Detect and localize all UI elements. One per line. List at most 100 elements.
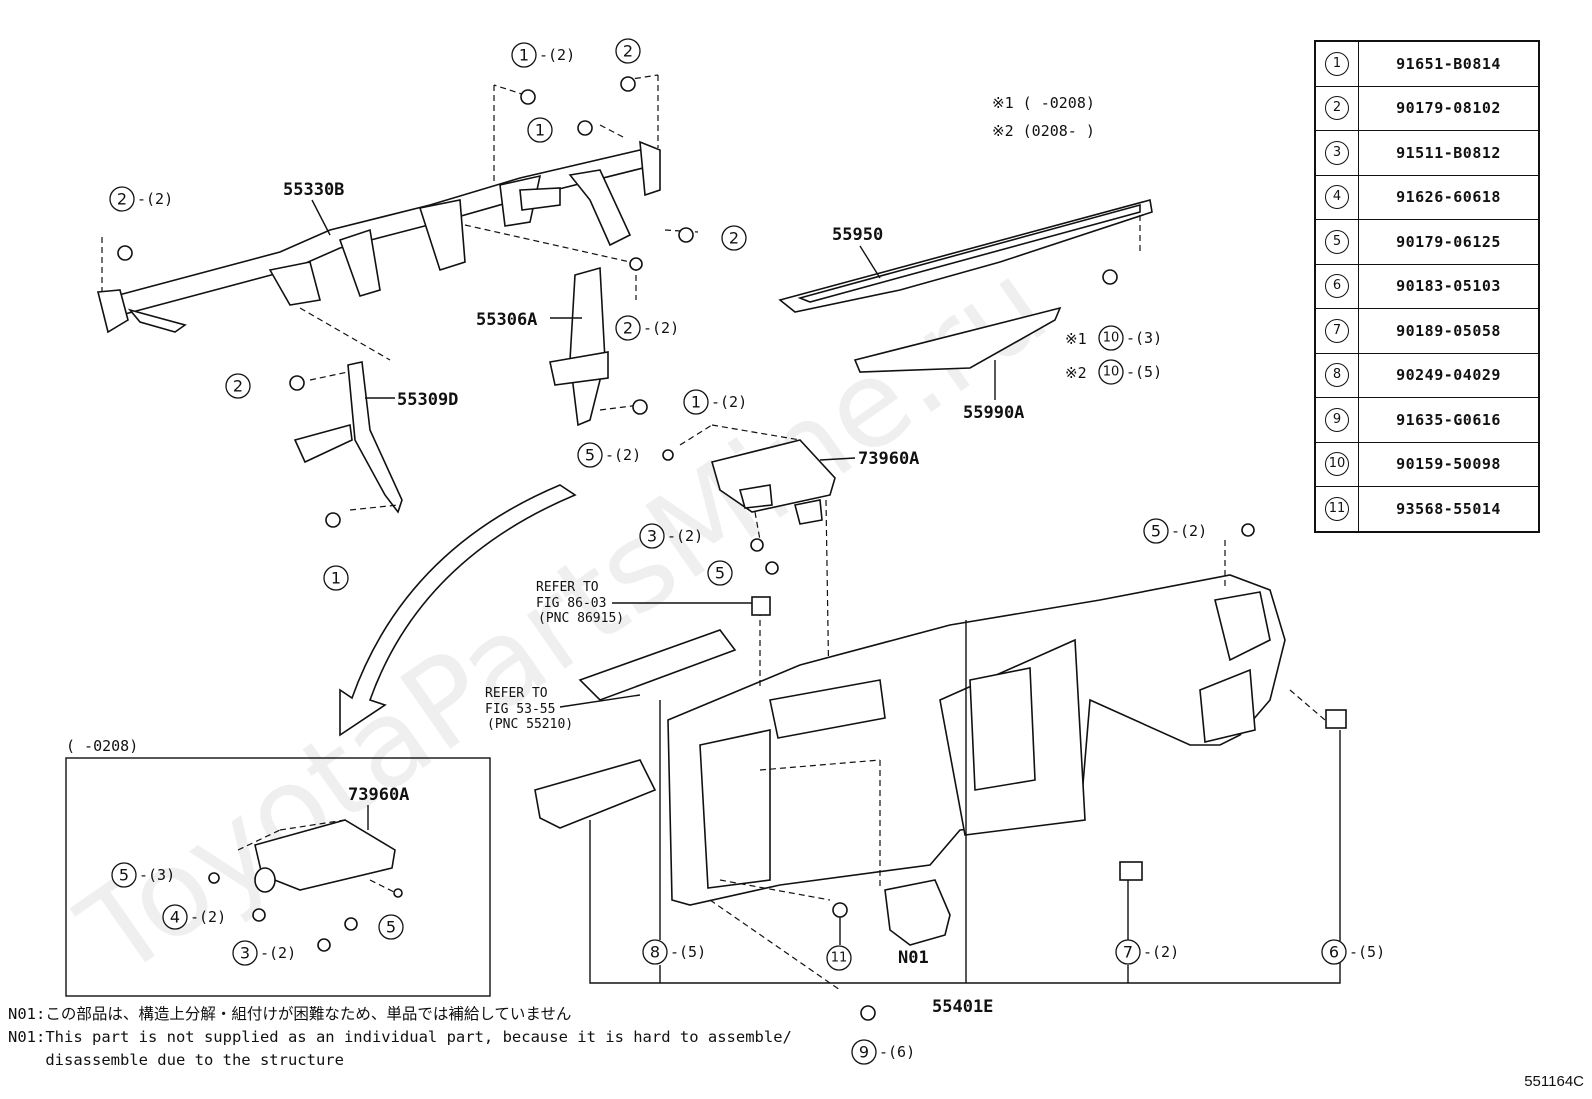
callout-4: 4-(2) — [162, 904, 226, 930]
callout-6: 6 -(5) — [1321, 939, 1385, 965]
callout-circle — [232, 940, 258, 966]
callout-3: 3-(2) — [639, 523, 703, 549]
callout-number: 5 — [585, 446, 595, 465]
callout-circle — [225, 373, 251, 399]
callout-qty: -(5) — [1349, 943, 1385, 961]
callout-number: 3 — [240, 944, 250, 963]
refer2-line1: REFER TO — [485, 686, 548, 701]
parts-table-key: 4 — [1314, 174, 1359, 220]
variant-1: ※1 ( -0208) — [992, 94, 1095, 112]
callout-circle — [721, 225, 747, 251]
callout-number: 2 — [729, 229, 739, 248]
callout-qty: -(6) — [879, 1043, 915, 1061]
callout-5: 5-(2) — [577, 442, 641, 468]
parts-table-row: 9 91635-G0616 — [1314, 397, 1540, 443]
note-jp: N01:この部品は、構造上分解・組付けが困難なため、単品では補給していません — [8, 1005, 572, 1023]
parts-table-part-no: 91626-60618 — [1358, 174, 1540, 220]
callout-qty: -(2) — [1171, 522, 1207, 540]
refer2-line2: FIG 53-55 — [485, 702, 555, 717]
key-circle: 8 — [1325, 363, 1349, 388]
key-circle: 2 — [1325, 96, 1349, 121]
fasteners — [117, 76, 1347, 1021]
callout-circle — [851, 1039, 877, 1065]
refer1-line2: FIG 86-03 — [536, 596, 606, 611]
callout-8: 8 -(5) — [642, 939, 706, 965]
callout-9: 9-(6) — [851, 1039, 915, 1065]
parts-table-part-no: 90179-06125 — [1358, 219, 1540, 265]
callout-5: 5 — [378, 914, 404, 940]
callout-circle — [707, 560, 733, 586]
callout-number: 1 — [519, 46, 529, 65]
callout-circle — [615, 315, 641, 341]
callout-qty: -(2) — [1143, 943, 1179, 961]
parts-table-key: 1 — [1314, 40, 1359, 87]
callout-number: 8 — [650, 943, 660, 962]
part-55309D-drawing — [347, 361, 403, 514]
callout-number: 5 — [119, 866, 129, 885]
callout-circle — [1321, 939, 1347, 965]
callout-qty: -(2) — [260, 944, 296, 962]
parts-table-row: 5 90179-06125 — [1314, 219, 1540, 265]
callout-number: 6 — [1329, 943, 1339, 962]
label-55306A: 55306A — [476, 310, 537, 330]
parts-table-key: 10 — [1314, 441, 1359, 487]
callout-2: 2 — [225, 373, 251, 399]
parts-table-row: 7 90189-05058 — [1314, 308, 1540, 354]
key-circle: 5 — [1325, 229, 1349, 254]
callout-circle — [683, 389, 709, 415]
refer1-line3: (PNC 86915) — [538, 611, 624, 626]
note: N01:この部品は、構造上分解・組付けが困難なため、単品では補給していません N… — [8, 1003, 792, 1072]
callout-number: 1 — [691, 393, 701, 412]
part-N01-drawing — [884, 879, 951, 946]
callout-circle — [826, 945, 852, 971]
note-en-1: N01:This part is not supplied as an indi… — [8, 1028, 792, 1046]
callout-qty: -(2) — [711, 393, 747, 411]
label-55990A: 55990A — [963, 403, 1024, 423]
callout-circle — [109, 186, 135, 212]
inset-arrow — [339, 484, 577, 737]
callout-number: 5 — [386, 918, 396, 937]
part-55330B-drawing — [96, 140, 661, 334]
callout-2: 2-(2) — [109, 186, 173, 212]
callout-qty: -(5) — [1126, 363, 1162, 381]
parts-table-part-no: 90159-50098 — [1358, 441, 1540, 487]
parts-table-key: 8 — [1314, 352, 1359, 398]
callout-number: 4 — [170, 908, 180, 927]
callout-circle — [527, 117, 553, 143]
label-73960A-inset: 73960A — [348, 785, 409, 805]
key-circle: 7 — [1325, 318, 1349, 343]
callout-1: 1-(2) — [511, 42, 575, 68]
callout-circle — [1115, 939, 1141, 965]
callout-number: 5 — [1151, 522, 1161, 541]
parts-table-part-no: 90249-04029 — [1358, 352, 1540, 398]
callout-number: 2 — [623, 42, 633, 61]
callout-circle — [1098, 325, 1124, 351]
callout-number: 1 — [535, 121, 545, 140]
parts-table-part-no: 91511-B0812 — [1358, 130, 1540, 176]
callout-11: 11 — [826, 945, 852, 971]
callout-circle — [378, 914, 404, 940]
callout-3: 3 -(2) — [232, 940, 296, 966]
glove-box-lid — [534, 759, 657, 829]
callout-circle — [639, 523, 665, 549]
callout-1: 1 — [527, 117, 553, 143]
parts-table-key: 7 — [1314, 308, 1359, 354]
parts-table-part-no: 91635-G0616 — [1358, 397, 1540, 443]
key-circle: 4 — [1325, 185, 1349, 210]
parts-table-key: 3 — [1314, 130, 1359, 176]
callout-circle — [1098, 359, 1124, 385]
callout-qty: -(3) — [139, 866, 175, 884]
parts-table-part-no: 90183-05103 — [1358, 263, 1540, 309]
callout-5: 5 -(3) — [111, 862, 175, 888]
callout-1: 1 — [323, 565, 349, 591]
callout-circle — [323, 565, 349, 591]
parts-table-part-no: 90189-05058 — [1358, 308, 1540, 354]
key-circle: 3 — [1325, 140, 1349, 165]
refer2-line3: (PNC 55210) — [487, 717, 573, 732]
key-circle: 9 — [1325, 407, 1349, 432]
callout-qty: -(5) — [670, 943, 706, 961]
